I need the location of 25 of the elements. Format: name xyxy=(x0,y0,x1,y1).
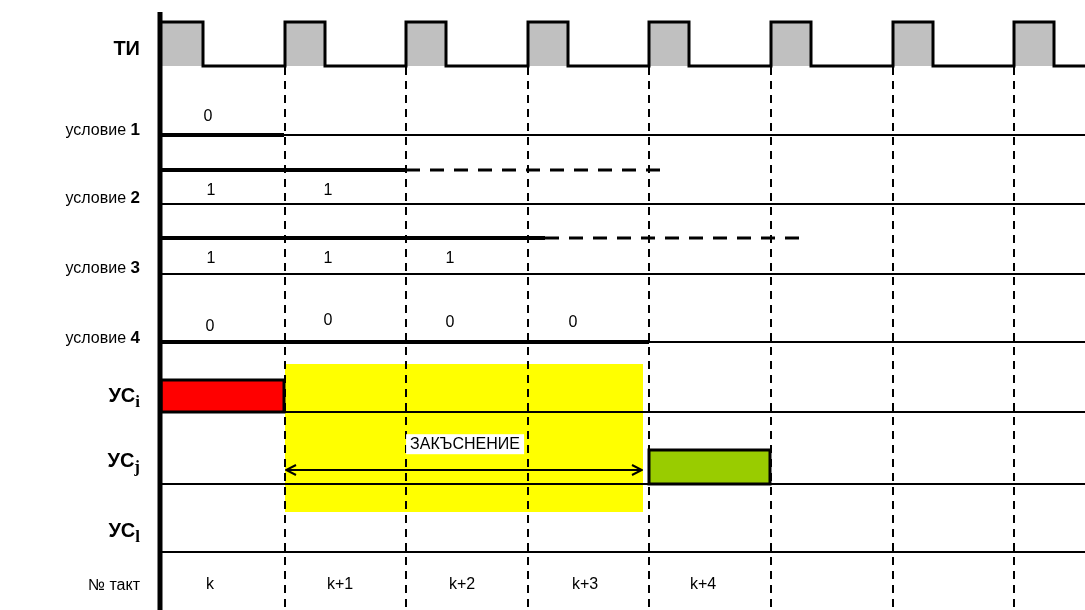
clock-cycle-label: k+4 xyxy=(689,575,717,593)
signal-value: 0 xyxy=(445,313,455,331)
clock-cycle-label: k xyxy=(206,575,214,593)
row-label: ТИ xyxy=(113,37,140,59)
signal-value: 1 xyxy=(445,249,455,267)
clock-cycle-label: k+1 xyxy=(326,575,354,593)
delay-label: ЗАКЪСНЕНИЕ xyxy=(406,434,524,454)
row-label: условие 2 xyxy=(65,188,140,208)
row-label: условие 1 xyxy=(65,120,140,140)
signal-value: 1 xyxy=(206,249,216,267)
row-label: № такт xyxy=(87,576,140,594)
signal-value: 0 xyxy=(323,311,333,329)
signal-value: 1 xyxy=(323,181,333,199)
clock-cycle-label: k+2 xyxy=(448,575,476,593)
clock-cycle-label: k+3 xyxy=(571,575,599,593)
row-label: УС$_{i}$ xyxy=(108,384,140,412)
row-label: условие 4 xyxy=(65,328,140,348)
row-label: УС$_{l}$ xyxy=(108,519,140,547)
signal-value: 1 xyxy=(323,249,333,267)
row-label: условие 3 xyxy=(65,258,140,278)
signal-value: 1 xyxy=(206,181,216,199)
signal-value: 0 xyxy=(205,317,215,335)
signal-value: 0 xyxy=(568,313,578,331)
row-label: УС$_{j}$ xyxy=(107,449,140,477)
signal-value: 0 xyxy=(203,107,213,125)
